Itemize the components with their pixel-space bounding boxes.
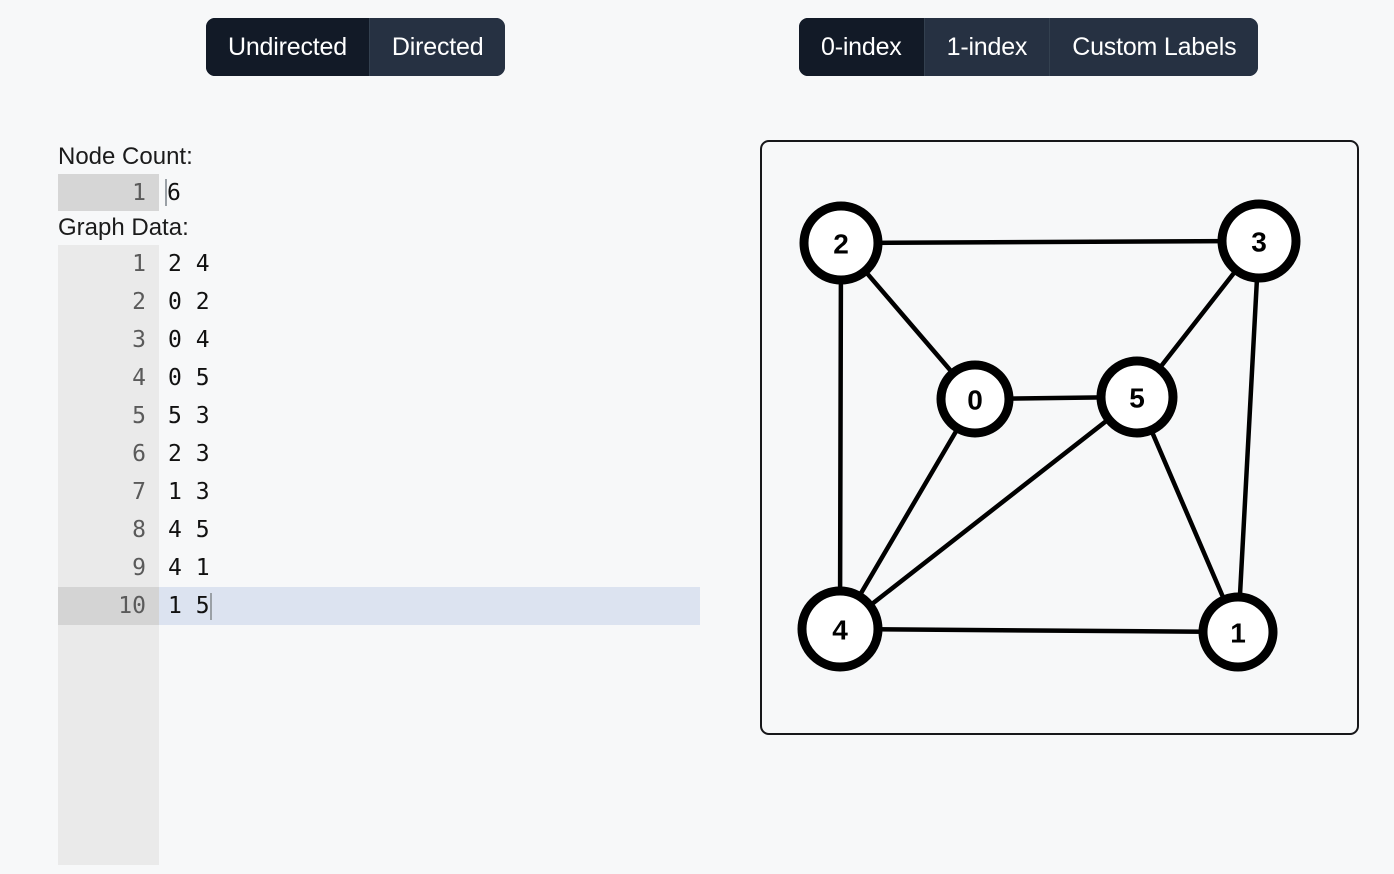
- line-text[interactable]: 1 5: [159, 587, 700, 625]
- graph-edge: [837, 274, 844, 597]
- graph-svg: 2 3 0 5 4 1: [797, 199, 1301, 672]
- graph-edge: [865, 415, 1114, 610]
- line-text[interactable]: 2 3: [159, 435, 700, 473]
- toggle-custom-labels[interactable]: Custom Labels: [1049, 18, 1259, 76]
- graph-data-line[interactable]: 3 0 4: [58, 321, 700, 359]
- line-value: 4 5: [168, 517, 210, 543]
- graph-data-line[interactable]: 8 4 5: [58, 511, 700, 549]
- graph-node-circle[interactable]: [1198, 592, 1278, 672]
- graph-node-circle[interactable]: [797, 586, 883, 672]
- graph-data-line[interactable]: 4 0 5: [58, 359, 700, 397]
- line-number: 9: [58, 549, 159, 587]
- node-count-label: Node Count:: [58, 143, 193, 170]
- graph-data-line[interactable]: 7 1 3: [58, 473, 700, 511]
- line-number: 8: [58, 511, 159, 549]
- line-number: 1: [58, 174, 159, 211]
- graph-data-line[interactable]: 5 5 3: [58, 397, 700, 435]
- line-value: 5 3: [168, 403, 210, 429]
- line-value: 2 3: [168, 441, 210, 467]
- graph-canvas-panel[interactable]: 2 3 0 5 4 1: [760, 140, 1359, 735]
- line-text[interactable]: 2 4: [159, 245, 700, 283]
- graph-node-label: 3: [1251, 227, 1267, 258]
- line-text[interactable]: 0 4: [159, 321, 700, 359]
- graph-edge: [1147, 425, 1228, 605]
- line-number: 10: [58, 587, 159, 625]
- graph-node-label: 2: [833, 229, 849, 260]
- line-value: 0 5: [168, 365, 210, 391]
- graph-edge: [860, 266, 958, 378]
- line-number: 4: [58, 359, 159, 397]
- text-caret: [209, 592, 212, 620]
- node-layer: 2 3 0 5 4 1: [797, 199, 1301, 672]
- graph-node-label: 4: [832, 615, 848, 646]
- edge-layer: [837, 238, 1260, 635]
- graph-edge: [872, 238, 1228, 246]
- graph-data-input[interactable]: 1 2 4 2 0 2 3 0 4 4 0 5 5 5 3 6 2 3 7 1 3 8 4 5 9 4 1 10 1 …: [58, 245, 700, 625]
- line-number: 1: [58, 245, 159, 283]
- line-number: 7: [58, 473, 159, 511]
- graph-node[interactable]: 4: [797, 586, 883, 672]
- node-labeling-toggle: 0-index 1-index Custom Labels: [799, 18, 1259, 76]
- line-number: 5: [58, 397, 159, 435]
- graph-direction-toggle: Undirected Directed: [206, 18, 506, 76]
- text-caret: [165, 179, 167, 206]
- graph-node-circle[interactable]: [799, 201, 883, 285]
- graph-node-label: 5: [1129, 383, 1145, 414]
- toggle-undirected[interactable]: Undirected: [206, 18, 369, 76]
- line-value: 4 1: [168, 555, 210, 581]
- line-value: 0 4: [168, 327, 210, 353]
- gutter-filler: [58, 625, 159, 865]
- graph-node[interactable]: 1: [1198, 592, 1278, 672]
- toggle-directed[interactable]: Directed: [368, 18, 506, 76]
- line-number: 6: [58, 435, 159, 473]
- graph-node-label: 0: [967, 385, 983, 416]
- line-number: 2: [58, 283, 159, 321]
- graph-node-label: 1: [1230, 618, 1246, 649]
- graph-edge: [1155, 265, 1241, 374]
- line-value: 1 3: [168, 479, 210, 505]
- graph-node[interactable]: 3: [1217, 199, 1301, 283]
- line-text[interactable]: 4 5: [159, 511, 700, 549]
- graph-node[interactable]: 5: [1096, 356, 1178, 438]
- graph-data-line[interactable]: 9 4 1: [58, 549, 700, 587]
- graph-node-circle[interactable]: [936, 360, 1014, 438]
- graph-edge: [1237, 272, 1260, 603]
- graph-data-label: Graph Data:: [58, 214, 189, 241]
- line-value: 1 5: [168, 593, 210, 619]
- graph-node-circle[interactable]: [1217, 199, 1301, 283]
- graph-edge: [855, 423, 962, 602]
- line-text[interactable]: 0 2: [159, 283, 700, 321]
- graph-node[interactable]: 0: [936, 360, 1014, 438]
- line-value: 6: [167, 179, 181, 206]
- line-text[interactable]: 6: [159, 174, 700, 211]
- graph-node[interactable]: 2: [799, 201, 883, 285]
- toggle-0-index[interactable]: 0-index: [799, 18, 924, 76]
- graph-data-line[interactable]: 10 1 5: [58, 587, 700, 625]
- line-number: 3: [58, 321, 159, 359]
- graph-edge: [872, 627, 1209, 635]
- toggle-1-index[interactable]: 1-index: [923, 18, 1050, 76]
- graph-data-line[interactable]: 2 0 2: [58, 283, 700, 321]
- line-text[interactable]: 1 3: [159, 473, 700, 511]
- line-value: 2 4: [168, 251, 210, 277]
- line-text[interactable]: 0 5: [159, 359, 700, 397]
- graph-data-line[interactable]: 1 2 4: [58, 245, 700, 283]
- line-value: 0 2: [168, 289, 210, 315]
- graph-edge: [1003, 395, 1107, 401]
- graph-data-line[interactable]: 6 2 3: [58, 435, 700, 473]
- line-text[interactable]: 5 3: [159, 397, 700, 435]
- line-text[interactable]: 4 1: [159, 549, 700, 587]
- graph-node-circle[interactable]: [1096, 356, 1178, 438]
